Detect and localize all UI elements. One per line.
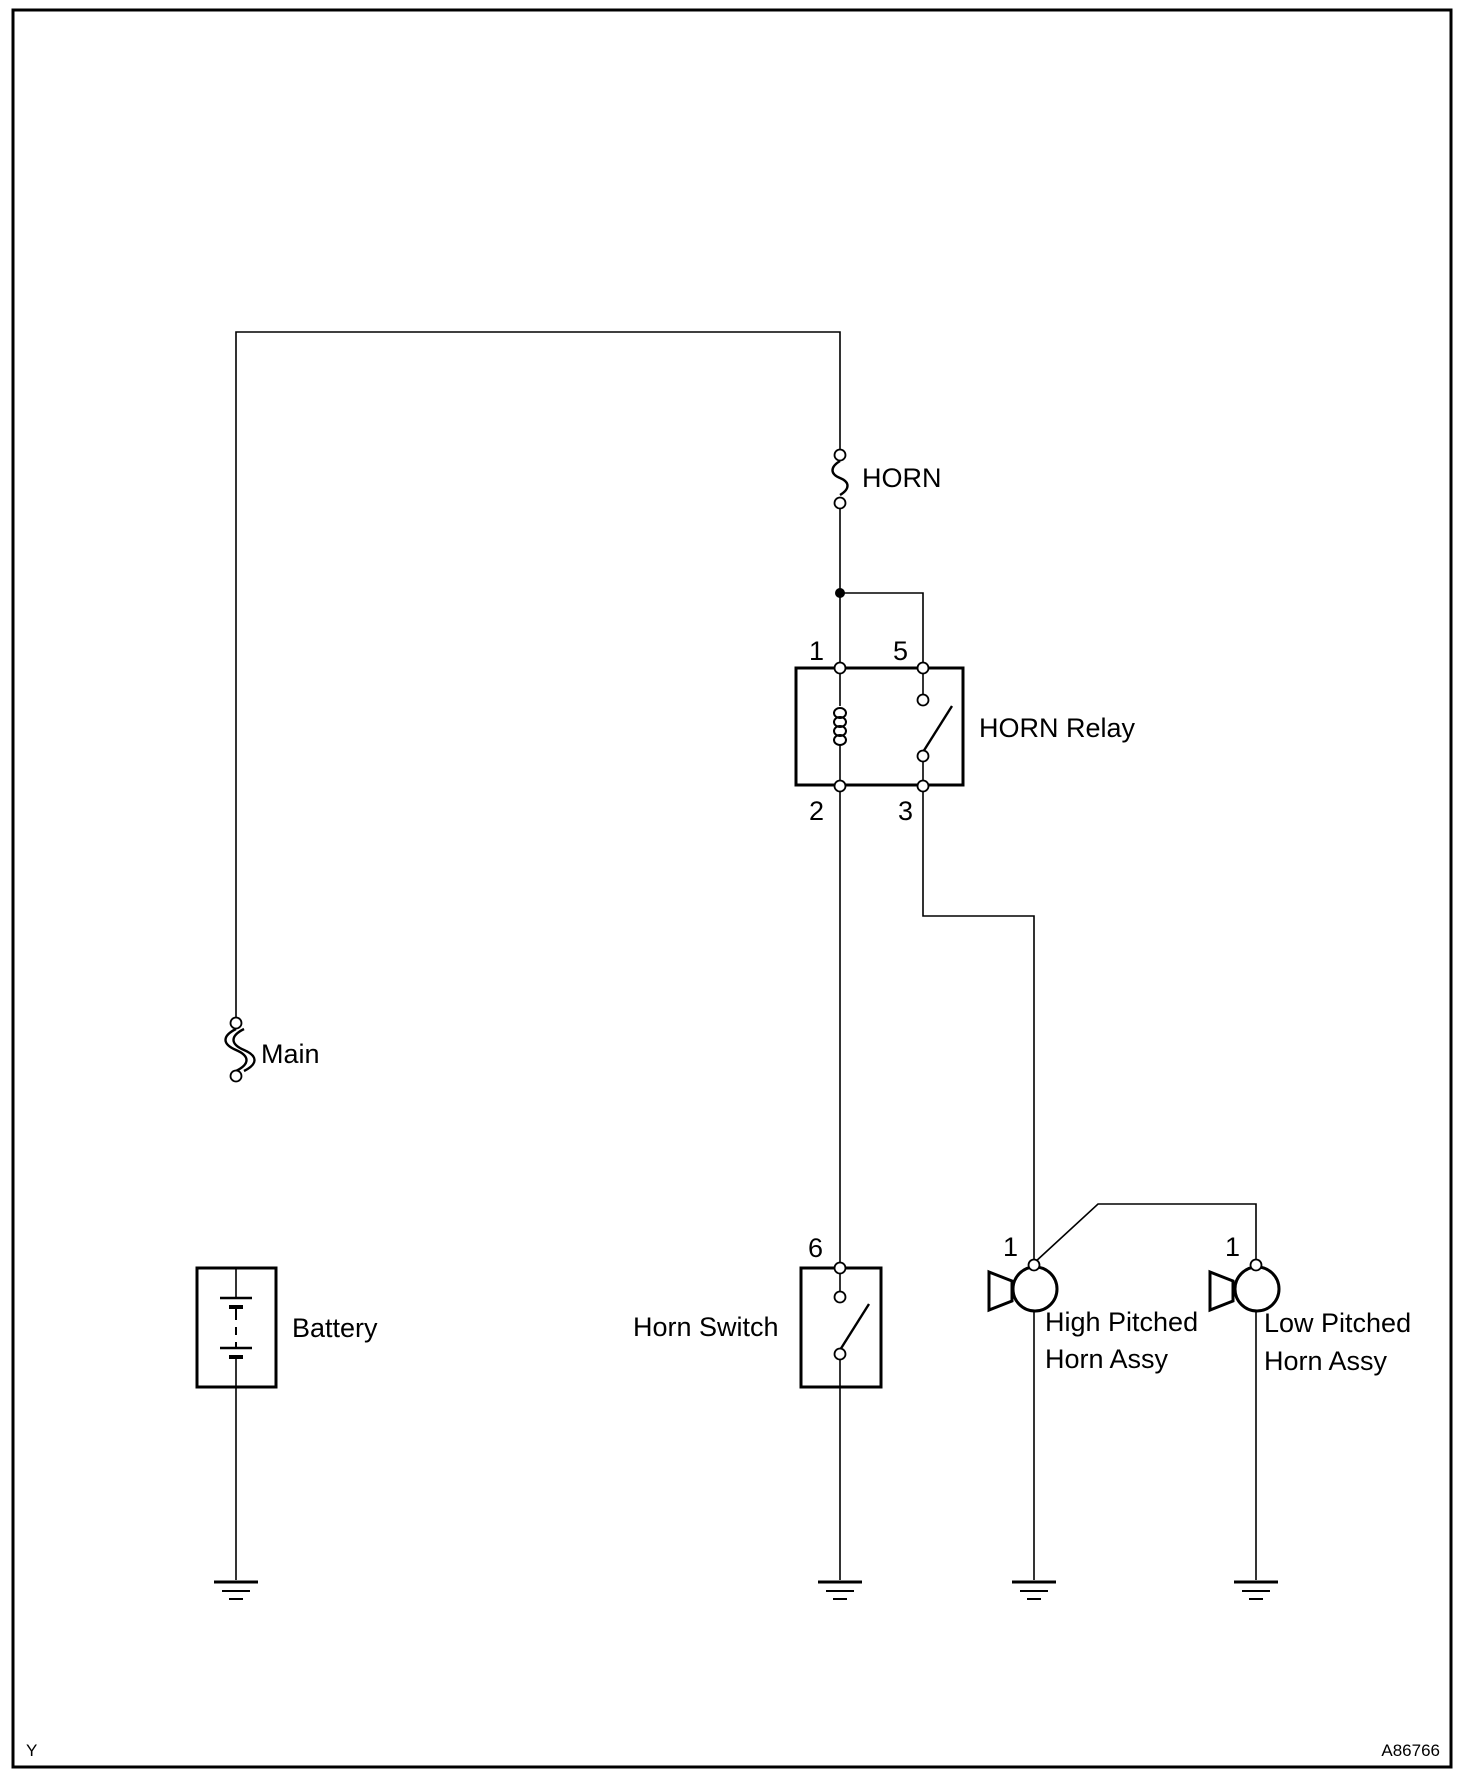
horn-switch-label: Horn Switch — [633, 1312, 779, 1342]
relay-pin1-label: 1 — [809, 636, 824, 666]
wire-pin3-to-horns — [922, 786, 1035, 1263]
wire-main-feed — [235, 331, 841, 1018]
high-horn-pin-label: 1 — [1003, 1232, 1018, 1262]
main-fuse-label: Main — [261, 1039, 320, 1069]
battery — [195, 1266, 278, 1389]
main-fuse — [224, 1016, 256, 1083]
high-horn-label-line1: High Pitched — [1045, 1307, 1198, 1337]
relay-coil-icon — [833, 707, 847, 746]
battery-label: Battery — [292, 1313, 378, 1343]
horn-switch-contact-arm — [838, 1303, 871, 1351]
wiring — [235, 331, 1257, 1580]
low-pitched-horn-icon — [1208, 1258, 1281, 1313]
relay-pin2-terminal — [833, 779, 847, 793]
horn-switch-box — [799, 1266, 883, 1389]
relay-pin1-terminal — [833, 661, 847, 675]
low-horn-label-line1: Low Pitched — [1264, 1308, 1411, 1338]
horn-switch — [799, 1261, 883, 1389]
low-horn-pin-label: 1 — [1225, 1232, 1240, 1262]
battery-cell-icon — [220, 1296, 252, 1359]
wire-high-to-low-horn — [1033, 1203, 1257, 1264]
wire-splice-to-pin5 — [840, 592, 924, 668]
low-horn-label-line2: Horn Assy — [1264, 1346, 1388, 1376]
high-horn-pin1-terminal — [1027, 1258, 1041, 1272]
horn-fuse — [831, 448, 849, 510]
footer-left-code: Y — [26, 1741, 37, 1760]
ground-icon — [214, 1580, 258, 1600]
horn-relay — [794, 661, 965, 793]
horn-switch-pin6-terminal — [833, 1261, 847, 1275]
diagram-frame — [11, 8, 1453, 1769]
splice-junction — [835, 588, 845, 598]
horn-switch-pin-label: 6 — [808, 1233, 823, 1263]
relay-contact-arm — [921, 705, 954, 753]
horn-fuse-label: HORN — [862, 463, 942, 493]
ground-icon — [1234, 1580, 1278, 1600]
relay-pin5-label: 5 — [893, 636, 908, 666]
relay-label: HORN Relay — [979, 713, 1136, 743]
relay-pin5-terminal — [916, 661, 930, 675]
relay-pin3-terminal — [916, 779, 930, 793]
relay-pin3-label: 3 — [898, 796, 913, 826]
low-horn-pin1-terminal — [1249, 1258, 1263, 1272]
relay-pin2-label: 2 — [809, 796, 824, 826]
ground-icon — [1012, 1580, 1056, 1600]
figure-id: A86766 — [1381, 1741, 1440, 1760]
high-horn-label-line2: Horn Assy — [1045, 1344, 1169, 1374]
ground-icon — [818, 1580, 862, 1600]
horn-relay-box — [794, 666, 965, 787]
high-pitched-horn-icon — [987, 1258, 1059, 1313]
